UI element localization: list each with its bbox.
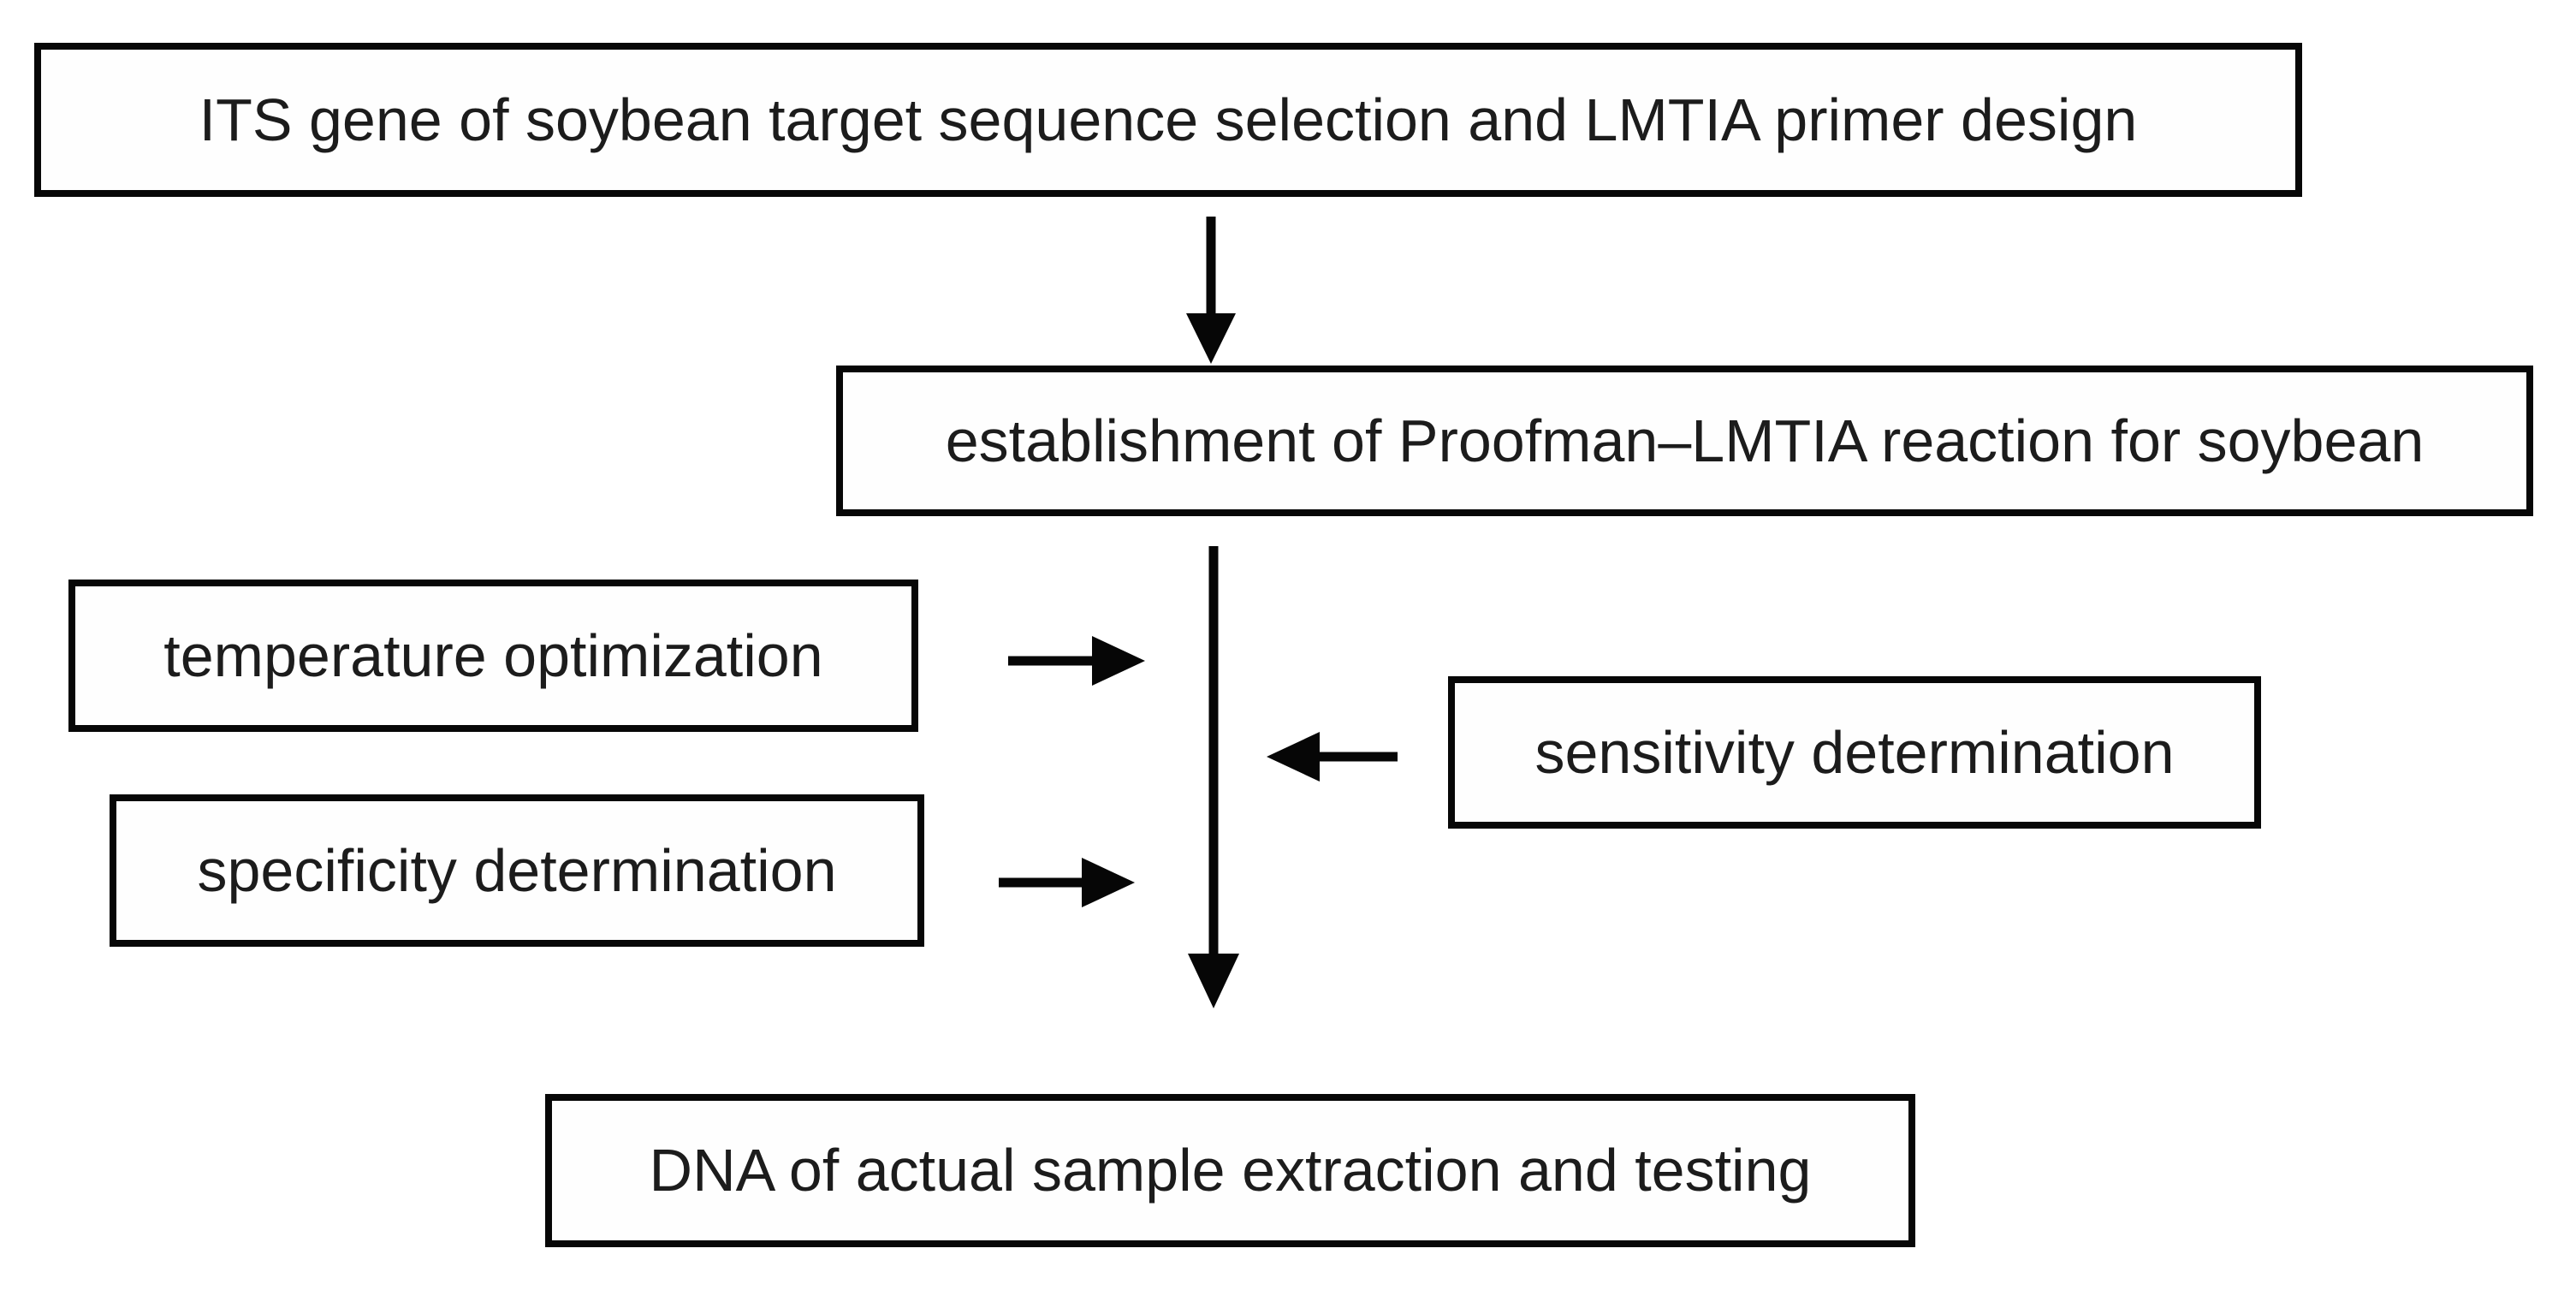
left-arrow-sensitivity	[1267, 732, 1398, 782]
node-primer-design: ITS gene of soybean target sequence sele…	[34, 43, 2302, 197]
node-primer-design-label: ITS gene of soybean target sequence sele…	[199, 86, 2138, 153]
node-dna-testing: DNA of actual sample extraction and test…	[545, 1094, 1915, 1247]
node-specificity-determination-label: specificity determination	[197, 836, 837, 904]
down-arrow-2-head	[1188, 954, 1239, 1008]
node-sensitivity-determination: sensitivity determination	[1448, 676, 2261, 829]
node-temperature-optimization-label: temperature optimization	[163, 621, 823, 689]
right-arrow-specificity	[999, 858, 1135, 907]
node-establishment: establishment of Proofman–LMTIA reaction…	[836, 366, 2533, 516]
right-arrow-specificity-head	[1082, 858, 1135, 907]
node-dna-testing-label: DNA of actual sample extraction and test…	[649, 1137, 1812, 1204]
node-establishment-label: establishment of Proofman–LMTIA reaction…	[945, 407, 2425, 474]
down-arrow-establishment-to-dna	[1188, 546, 1239, 1008]
node-temperature-optimization: temperature optimization	[68, 580, 918, 732]
down-arrow-primer-to-establishment	[1186, 217, 1236, 364]
right-arrow-temperature-head	[1092, 636, 1145, 686]
node-specificity-determination: specificity determination	[110, 794, 924, 947]
down-arrow-1-head	[1186, 313, 1236, 364]
left-arrow-sensitivity-head	[1267, 732, 1320, 782]
right-arrow-temperature	[1008, 636, 1145, 686]
node-sensitivity-determination-label: sensitivity determination	[1534, 718, 2175, 786]
